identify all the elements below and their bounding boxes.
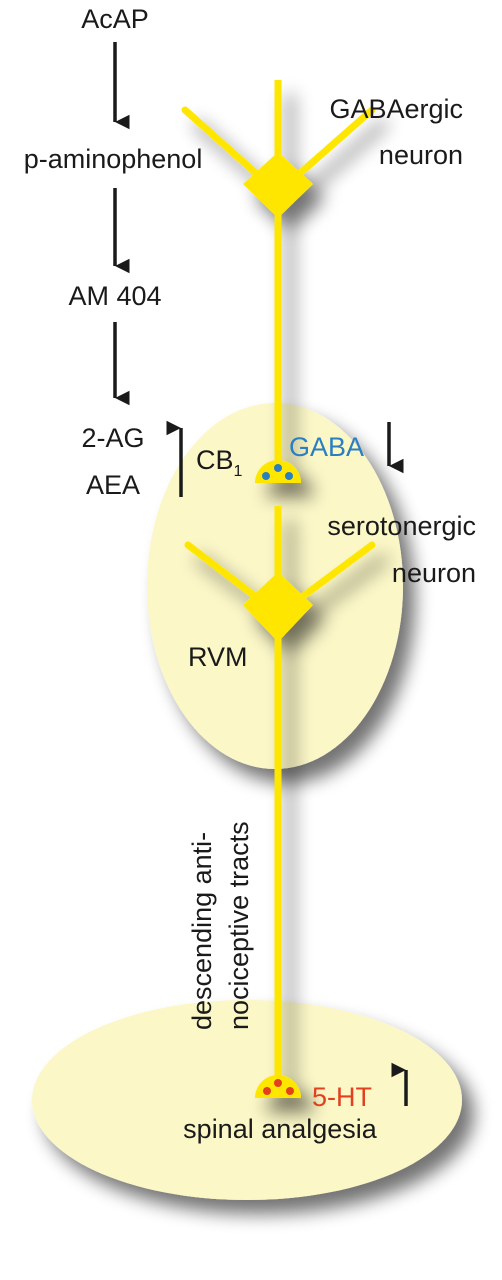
descending-tract-label-line2: nociceptive tracts — [224, 821, 254, 1030]
spinal-analgesia-label: spinal analgesia — [183, 1114, 378, 1144]
am404-label: AM 404 — [68, 281, 161, 311]
gaba-label: GABA — [289, 432, 364, 462]
serotonergic-neuron-label-line2: neuron — [392, 558, 476, 588]
serotonin-vesicles — [263, 1079, 294, 1095]
aea-label: AEA — [86, 470, 140, 500]
gabaergic-neuron-label-line2: neuron — [379, 140, 463, 170]
gabaergic-neuron — [181, 80, 376, 483]
serotonergic-neuron-label-line1: serotonergic — [327, 511, 476, 541]
two-ag-label: 2-AG — [81, 423, 144, 453]
p-aminophenol-label: p-aminophenol — [24, 144, 203, 174]
gaba-vesicles — [262, 464, 293, 480]
cb1-receptor-label: CB1 — [196, 445, 243, 480]
rvm-label: RVM — [188, 642, 248, 672]
spinal-cord-region — [32, 1000, 462, 1200]
serotonin-label: 5-HT — [312, 1082, 372, 1112]
acap-label: AcAP — [81, 4, 149, 34]
gabaergic-neuron-label-line1: GABAergic — [329, 94, 463, 124]
descending-tract-label-line1: descending anti- — [187, 832, 217, 1030]
